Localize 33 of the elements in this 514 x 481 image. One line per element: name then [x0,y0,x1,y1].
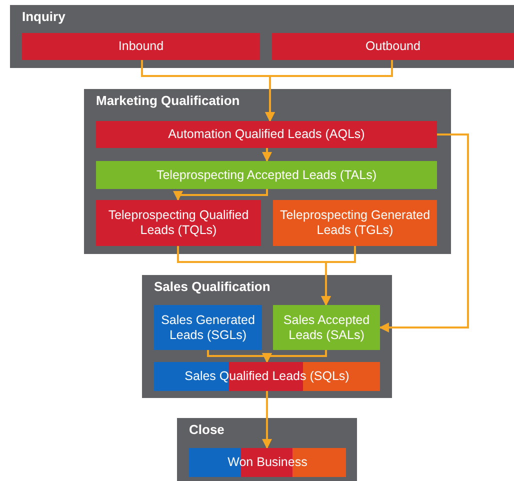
lead-label: Sales Generated Leads (SGLs) [160,312,256,342]
stage-title: Sales Qualification [154,279,270,296]
lead-box [273,305,380,350]
connector-arrow [265,60,393,122]
lead-box [273,200,437,246]
stage-panel [10,5,514,68]
lead-label: Teleprospecting Accepted Leads (TALs) [156,168,377,182]
stage-panel [84,89,451,254]
lead-label: Automation Qualified Leads (AQLs) [168,127,365,142]
lead-box [272,33,514,60]
lead-label: Inbound [118,39,164,54]
connector-arrow [379,134,469,332]
stage-panel [177,418,357,481]
lead-label: Sales Accepted Leads (SALs) [282,312,371,342]
stage-panel [142,275,392,398]
lead-box [154,305,262,350]
connector-arrow [321,246,356,306]
connector-arrow [262,350,327,363]
lead-box [96,200,261,246]
connector-arrow [173,189,268,201]
stage-title: Inquiry [22,9,66,26]
lead-box [96,121,437,148]
connector-arrow [262,148,272,162]
stage-title: Marketing Qualification [96,93,240,110]
stage-title: Close [189,422,224,438]
connector-arrow [262,391,272,449]
lead-box [154,362,380,391]
lead-label: Teleprospecting Generated Leads (TGLs) [278,208,432,238]
lead-label: Outbound [366,39,420,54]
lead-box [22,33,260,60]
lead-box [189,448,346,477]
lead-label: Teleprospecting Qualified Leads (TQLs) [107,208,250,238]
lead-box [96,161,437,189]
